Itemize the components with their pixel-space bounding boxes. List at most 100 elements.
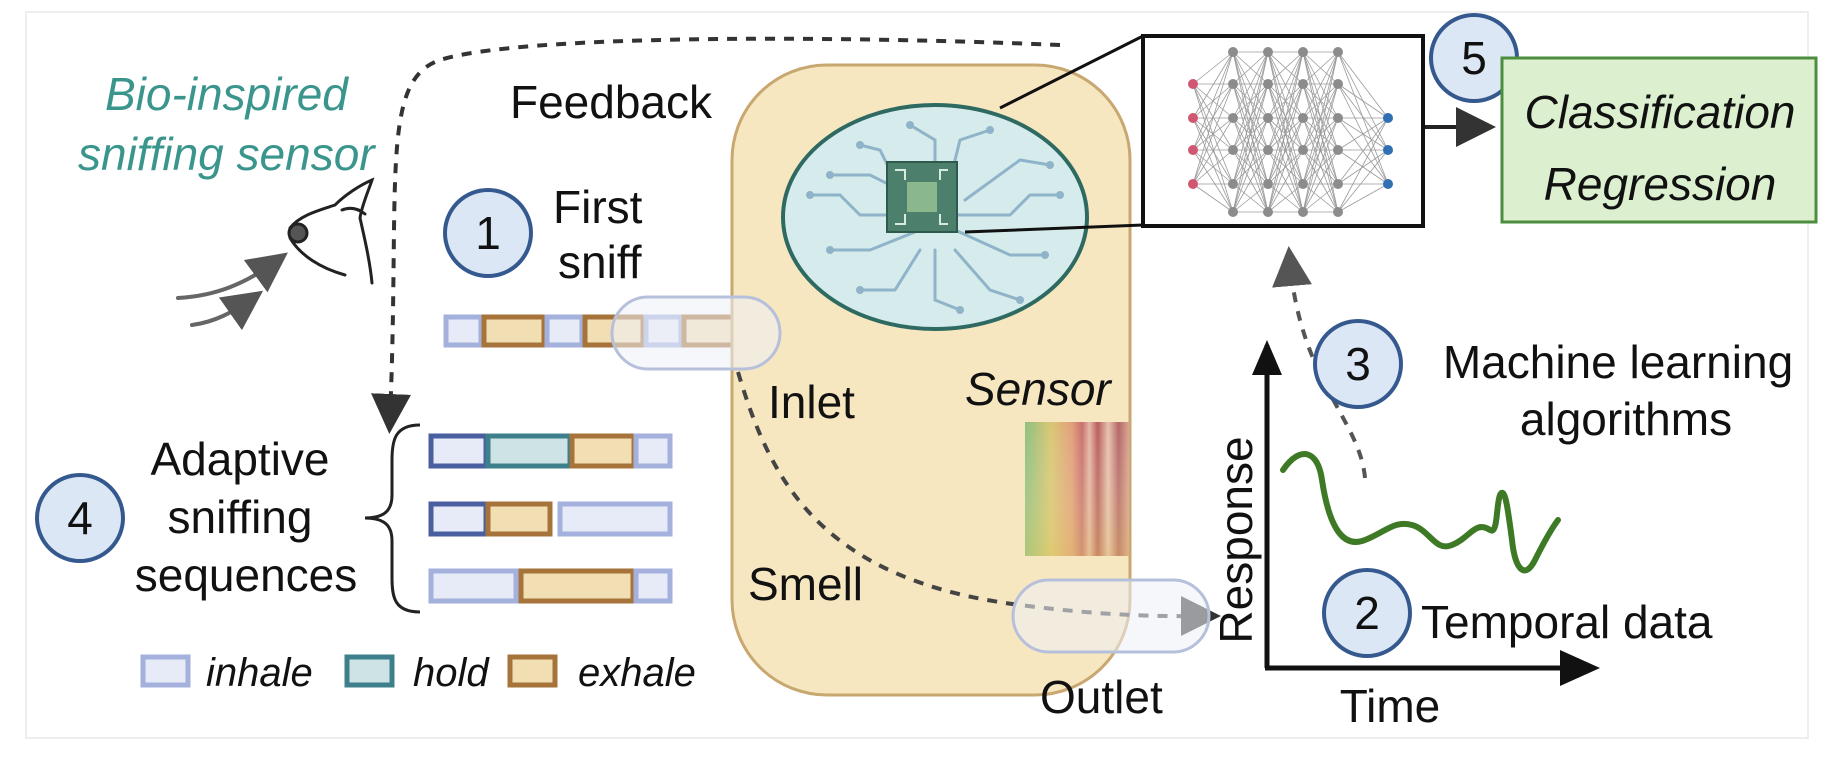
step4-line1: Adaptive: [150, 433, 329, 485]
nn-node: [1228, 47, 1238, 57]
step2-number: 2: [1354, 587, 1380, 639]
nn-connection: [1267, 117, 1304, 213]
nn-connection: [1192, 149, 1234, 185]
nn-connection: [1192, 51, 1234, 185]
nn-connection: [1192, 183, 1234, 213]
nn-connection: [1302, 51, 1339, 85]
nn-node: [1263, 207, 1273, 217]
step1-circle: [443, 188, 533, 278]
nn-node: [1383, 145, 1393, 155]
nn-node: [1228, 79, 1238, 89]
step4-number: 4: [67, 492, 93, 544]
nn-connection: [1232, 51, 1269, 151]
segment-exhale: [481, 314, 547, 348]
nn-connection: [1302, 149, 1339, 185]
nn-connection: [1192, 51, 1234, 85]
nn-connection: [1267, 51, 1304, 213]
inlet-label: Inlet: [768, 376, 855, 428]
adaptive-sequence-1: [428, 433, 673, 469]
air-flow-icon: [176, 252, 288, 331]
nn-node: [1333, 47, 1343, 57]
nn-connection: [1302, 83, 1339, 213]
nn-node: [1188, 113, 1198, 123]
y-axis-label: Response: [1210, 436, 1262, 643]
nn-connection: [1302, 117, 1339, 213]
step1-number: 1: [475, 207, 501, 259]
nn-connection: [1232, 183, 1269, 213]
nn-node: [1298, 79, 1308, 89]
nn-node: [1333, 79, 1343, 89]
nn-node: [1263, 179, 1273, 189]
segment-inhale: [428, 433, 489, 469]
nn-connection: [1232, 51, 1269, 85]
legend-inhale-swatch: [140, 654, 191, 688]
nn-connection: [1267, 149, 1304, 185]
nn-node: [1263, 113, 1273, 123]
nn-node: [1263, 145, 1273, 155]
nn-node: [1228, 145, 1238, 155]
nn-node: [1188, 145, 1198, 155]
nn-connection: [1302, 51, 1339, 185]
legend-inhale-label: inhale: [206, 651, 313, 695]
step4-line3: sequences: [135, 549, 358, 601]
nn-node: [1333, 113, 1343, 123]
nn-node: [1298, 179, 1308, 189]
nn-connection: [1267, 51, 1304, 185]
inlet-highlight: [610, 295, 782, 371]
nn-connection: [1192, 83, 1234, 213]
nn-connection: [1337, 117, 1389, 213]
nn-connection: [1337, 183, 1389, 213]
nn-connection: [1232, 51, 1269, 185]
segment-inhale: [557, 501, 673, 537]
segment-inhale: [633, 433, 673, 469]
smell-label: Smell: [748, 558, 863, 610]
nn-connection: [1232, 51, 1269, 119]
nn-connection: [1337, 149, 1389, 213]
nn-connection: [1232, 149, 1269, 213]
output-box: [1500, 56, 1818, 224]
sensor-array-icon: [1025, 422, 1129, 556]
nn-node: [1298, 207, 1308, 217]
legend: inhale hold exhale: [140, 651, 696, 695]
segment-exhale: [569, 433, 637, 469]
x-axis-label: Time: [1340, 680, 1441, 732]
segment-inhale: [443, 314, 484, 348]
nn-connection: [1267, 149, 1304, 213]
step2-label: Temporal data: [1421, 596, 1713, 648]
nn-node: [1333, 179, 1343, 189]
feedback-label: Feedback: [510, 76, 713, 128]
step1-line2: sniff: [558, 236, 642, 288]
nn-connection: [1192, 83, 1234, 185]
nn-connection: [1302, 149, 1339, 213]
nn-node: [1263, 79, 1273, 89]
nn-connection: [1267, 51, 1304, 85]
outlet-highlight: [1011, 578, 1211, 654]
title-line1: Bio-inspired: [105, 68, 349, 120]
segment-inhale: [428, 568, 519, 604]
nn-connection: [1192, 149, 1234, 213]
nn-connection: [1232, 83, 1269, 185]
nn-connection: [1337, 149, 1389, 185]
step4-circle: [35, 473, 125, 563]
segment-exhale: [518, 568, 636, 604]
legend-exhale-swatch: [507, 654, 558, 688]
step4-line2: sniffing: [168, 491, 313, 543]
nn-connection: [1267, 51, 1304, 151]
nn-node: [1188, 79, 1198, 89]
nn-node: [1383, 179, 1393, 189]
step3-line2: algorithms: [1520, 393, 1732, 445]
nn-node: [1298, 145, 1308, 155]
legend-hold-swatch: [344, 654, 395, 688]
nn-connection: [1267, 83, 1304, 185]
segment-hold: [485, 433, 573, 469]
neural-network-icon: [1141, 34, 1425, 228]
nn-connection: [1192, 51, 1234, 119]
nn-node: [1333, 145, 1343, 155]
nn-connection: [1302, 51, 1339, 151]
nn-node: [1383, 113, 1393, 123]
step3-circle: [1313, 319, 1403, 409]
nn-connection: [1192, 117, 1234, 185]
nn-connection: [1267, 117, 1304, 185]
brain-chip-icon: [781, 103, 1089, 331]
